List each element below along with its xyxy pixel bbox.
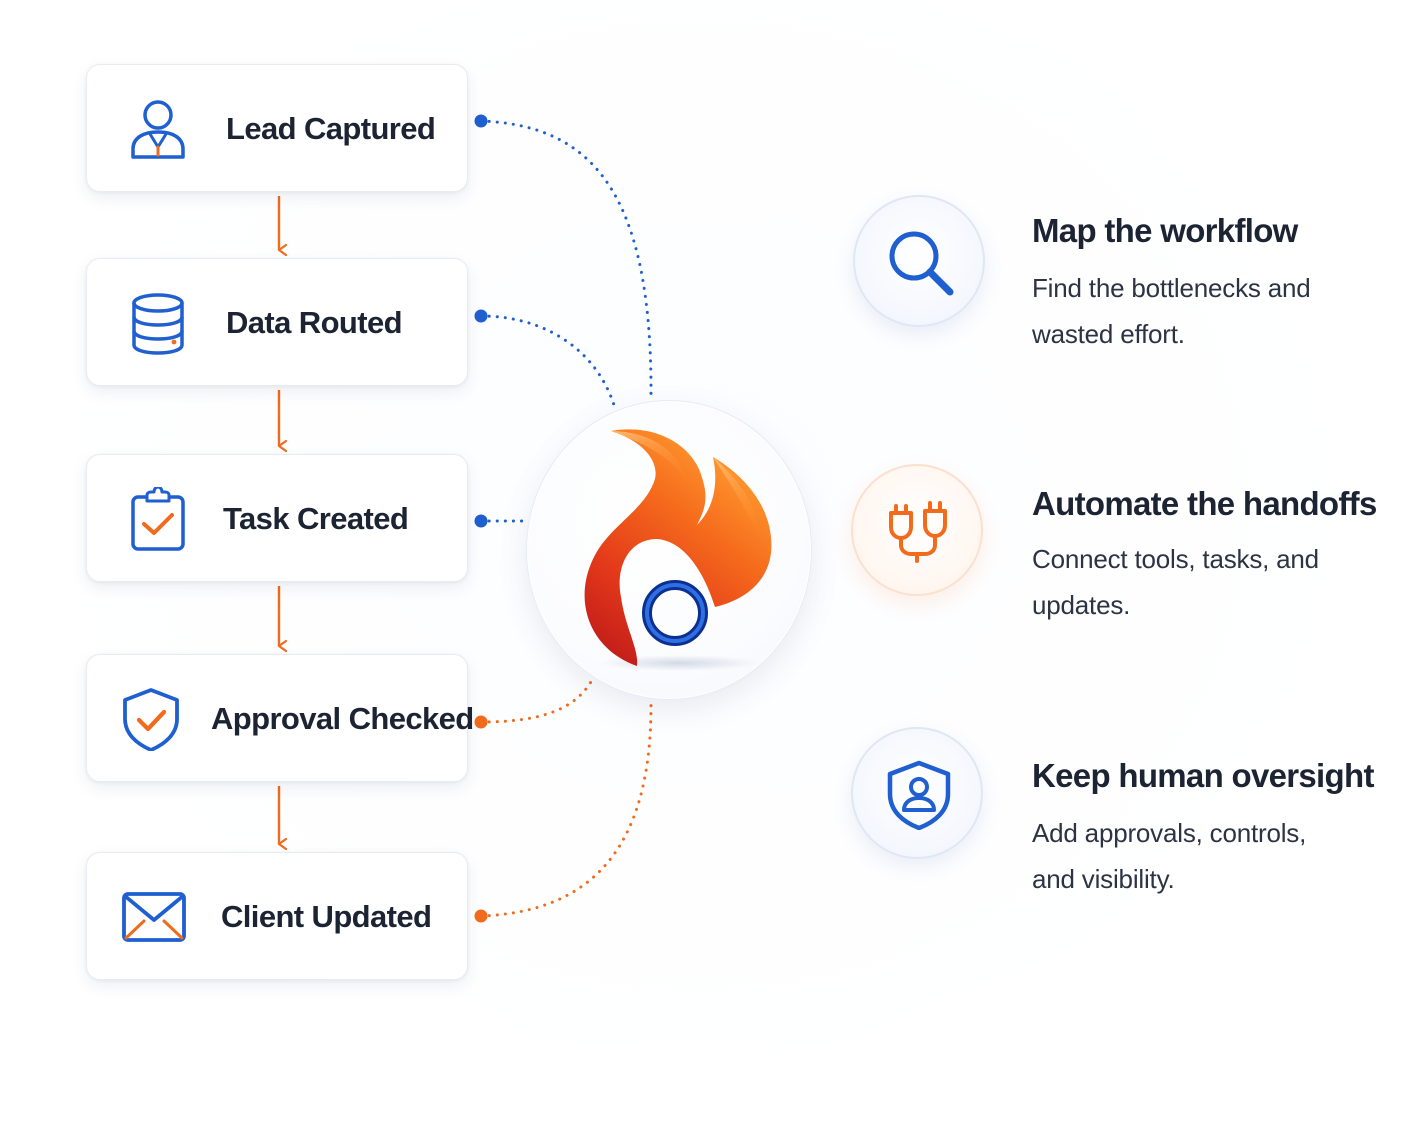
step-card-approval-checked: Approval Checked [86, 654, 474, 782]
connector-data [479, 314, 616, 407]
step-card-client-updated: Client Updated [86, 852, 468, 980]
step-label: Lead Captured [226, 111, 436, 146]
dot-approval [474, 715, 488, 729]
step-card-lead-captured: Lead Captured [86, 64, 468, 192]
database-icon [127, 291, 191, 355]
hub-circle [526, 400, 812, 700]
search-icon [889, 231, 954, 296]
flame-logo-icon [584, 429, 772, 671]
connector-dots [474, 114, 488, 923]
dot-data [474, 309, 488, 323]
user-icon [127, 97, 191, 161]
step-label: Task Created [223, 501, 409, 536]
plug-connector-icon [889, 501, 947, 563]
feature-title: Keep human oversight [1032, 757, 1374, 794]
connector-lead [479, 119, 653, 397]
step-label: Approval Checked [211, 701, 474, 736]
step-label: Client Updated [221, 899, 432, 934]
dot-lead [474, 114, 488, 128]
envelope-icon [122, 885, 186, 949]
step-label: Data Routed [226, 305, 403, 340]
connector-approval [479, 678, 594, 724]
feature-description: Connect tools, tasks, and updates. [1032, 544, 1319, 620]
dot-client [474, 909, 488, 923]
connector-client [479, 700, 653, 918]
step-card-data-routed: Data Routed [86, 258, 468, 386]
clipboard-check-icon [127, 485, 191, 551]
step-card-task-created: Task Created [86, 454, 468, 582]
feature-title: Map the workflow [1032, 212, 1298, 249]
shield-check-icon [119, 687, 183, 752]
feature-title: Automate the handoffs [1032, 485, 1377, 522]
feature-badge-automate [851, 464, 983, 596]
feature-badge-oversight [851, 727, 983, 859]
shield-user-icon [887, 760, 951, 830]
feature-description: Add approvals, controls, and visibility. [1032, 818, 1307, 894]
dot-task [474, 514, 488, 528]
feature-description: Find the bottlenecks and wasted effort. [1032, 273, 1311, 349]
feature-badge-map [853, 195, 985, 327]
